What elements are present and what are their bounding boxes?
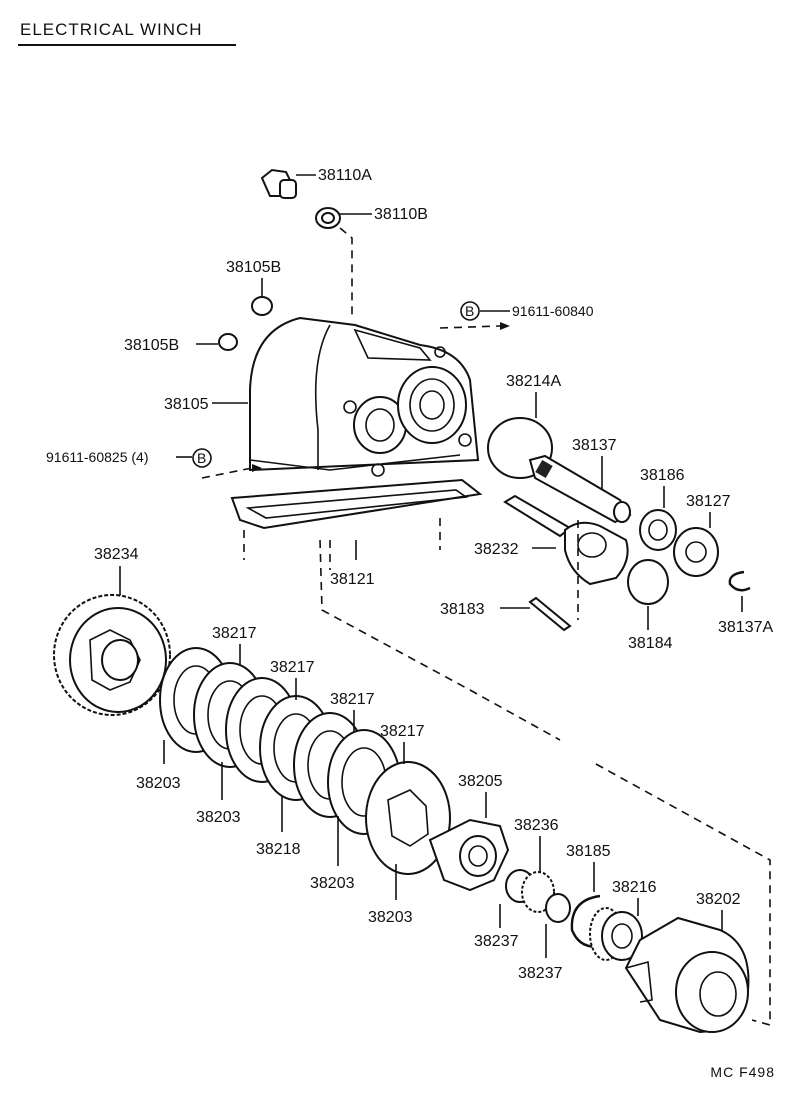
bearing-38216-icon — [589, 907, 643, 961]
marker-b-2: B — [197, 450, 206, 466]
gear-38232-icon — [503, 494, 629, 586]
label-38237-1: 38237 — [474, 933, 519, 950]
snap-ring-38137A-icon — [728, 570, 751, 592]
shaft-38137-icon — [528, 454, 632, 524]
label-38121: 38121 — [330, 571, 375, 588]
label-38217-1: 38217 — [212, 625, 257, 642]
label-38184: 38184 — [628, 635, 673, 652]
washer-38127-icon — [673, 527, 719, 577]
label-38217-2: 38217 — [270, 659, 315, 676]
marker-b-1: B — [465, 303, 474, 319]
label-38127: 38127 — [686, 493, 731, 510]
o-ring-38184-icon — [627, 559, 669, 605]
label-38203-1: 38203 — [136, 775, 181, 792]
label-38217-3: 38217 — [330, 691, 375, 708]
label-38203-3: 38203 — [310, 875, 355, 892]
label-38110A: 38110A — [318, 167, 372, 184]
bolt-marker-b-left-icon — [192, 448, 212, 468]
label-38105B-left: 38105B — [124, 337, 179, 354]
clutch-disc-stack-icon — [159, 647, 451, 875]
cap-38105B-small-icon — [218, 333, 238, 351]
label-38185: 38185 — [566, 843, 611, 860]
bolt-marker-b-icon — [460, 301, 480, 321]
title-underline — [18, 44, 236, 46]
cap-38105B-icon — [251, 296, 273, 316]
plug-38110A-icon — [260, 168, 297, 199]
label-38234: 38234 — [94, 546, 139, 563]
gear-38234-icon — [53, 594, 171, 716]
label-38236: 38236 — [514, 817, 559, 834]
label-91611-60825: 91611-60825 (4) — [46, 449, 148, 465]
label-38214A: 38214A — [506, 373, 561, 390]
label-38105: 38105 — [164, 396, 209, 413]
label-38203-2: 38203 — [196, 809, 241, 826]
snap-ring-38185-icon — [570, 894, 603, 948]
figure-reference: MC F498 — [710, 1064, 775, 1080]
label-38205: 38205 — [458, 773, 503, 790]
label-91611-60840: 91611-60840 — [512, 303, 594, 319]
label-38217-4: 38217 — [380, 723, 425, 740]
winch-housing-38105-icon — [249, 316, 480, 477]
bearing-38236-icon — [505, 869, 571, 923]
label-38216: 38216 — [612, 879, 657, 896]
label-38183: 38183 — [440, 601, 485, 618]
carrier-38205-icon — [428, 818, 510, 892]
label-38218: 38218 — [256, 841, 301, 858]
gear-case-38202-icon — [624, 916, 750, 1034]
label-38110B: 38110B — [374, 206, 428, 223]
label-38232: 38232 — [474, 541, 519, 558]
label-38186: 38186 — [640, 467, 685, 484]
pin-38183-icon — [528, 596, 572, 632]
label-38202: 38202 — [696, 891, 741, 908]
diagram-title: ELECTRICAL WINCH — [20, 20, 203, 39]
gasket-38110B-icon — [315, 207, 341, 229]
label-38137A: 38137A — [718, 619, 773, 636]
seal-38186-icon — [639, 509, 677, 551]
gasket-38121-icon — [230, 478, 483, 570]
label-38105B-top: 38105B — [226, 259, 281, 276]
label-38237-2: 38237 — [518, 965, 563, 982]
label-38203-4: 38203 — [368, 909, 413, 926]
label-38137: 38137 — [572, 437, 617, 454]
